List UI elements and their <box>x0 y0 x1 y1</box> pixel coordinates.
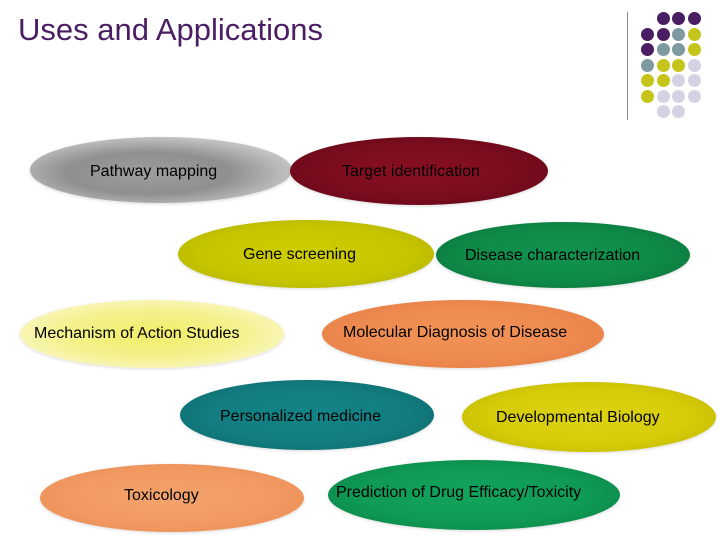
ellipse-personalized-medicine <box>180 380 434 450</box>
dot-icon <box>641 74 654 87</box>
ellipse-mechanism-of-action <box>20 300 284 368</box>
dot-icon <box>656 27 670 41</box>
dot-icon <box>672 12 685 25</box>
dot-icon <box>672 74 685 87</box>
label-molecular-diagnosis: Molecular Diagnosis of Disease <box>343 324 568 341</box>
label-drug-efficacy: Prediction of Drug Efficacy/Toxicity <box>336 484 582 501</box>
dot-icon <box>672 43 685 56</box>
dot-icon <box>656 89 670 103</box>
dot-icon <box>656 74 670 87</box>
dot-icon <box>656 43 670 56</box>
dot-icon <box>687 89 701 103</box>
ellipse-developmental-biology <box>462 382 716 452</box>
dot-icon <box>641 58 654 72</box>
ellipse-disease-characterization <box>436 222 690 288</box>
ellipse-target-identification <box>290 137 548 205</box>
dot-icon <box>687 74 701 87</box>
label-personalized-medicine: Personalized medicine <box>220 408 381 425</box>
divider-line <box>627 12 628 120</box>
label-mechanism-of-action: Mechanism of Action Studies <box>34 325 240 342</box>
label-developmental-biology: Developmental Biology <box>496 409 660 426</box>
dot-icon <box>641 43 654 56</box>
label-disease-characterization: Disease characterization <box>465 247 641 264</box>
dot-icon <box>641 89 654 103</box>
label-gene-screening: Gene screening <box>243 246 356 263</box>
ellipse-pathway-mapping <box>30 137 292 203</box>
ellipse-toxicology <box>40 464 304 532</box>
dot-icon <box>687 43 701 56</box>
dot-icon <box>656 12 670 25</box>
dot-icon <box>687 12 701 25</box>
dot-icon <box>672 105 685 118</box>
ellipse-drug-efficacy <box>328 460 620 530</box>
dot-icon <box>687 58 701 72</box>
ellipse-molecular-diagnosis <box>322 300 604 368</box>
dot-icon <box>641 27 654 41</box>
dot-icon <box>672 58 685 72</box>
dot-icon <box>656 105 670 118</box>
label-target-identification: Target identification <box>342 163 480 180</box>
dot-icon <box>656 58 670 72</box>
dot-icon <box>672 89 685 103</box>
label-toxicology: Toxicology <box>124 487 199 504</box>
slide-title: Uses and Applications <box>18 12 324 47</box>
ellipse-gene-screening <box>178 220 434 288</box>
dot-icon <box>672 27 685 41</box>
dot-icon <box>687 27 701 41</box>
label-pathway-mapping: Pathway mapping <box>90 163 218 180</box>
